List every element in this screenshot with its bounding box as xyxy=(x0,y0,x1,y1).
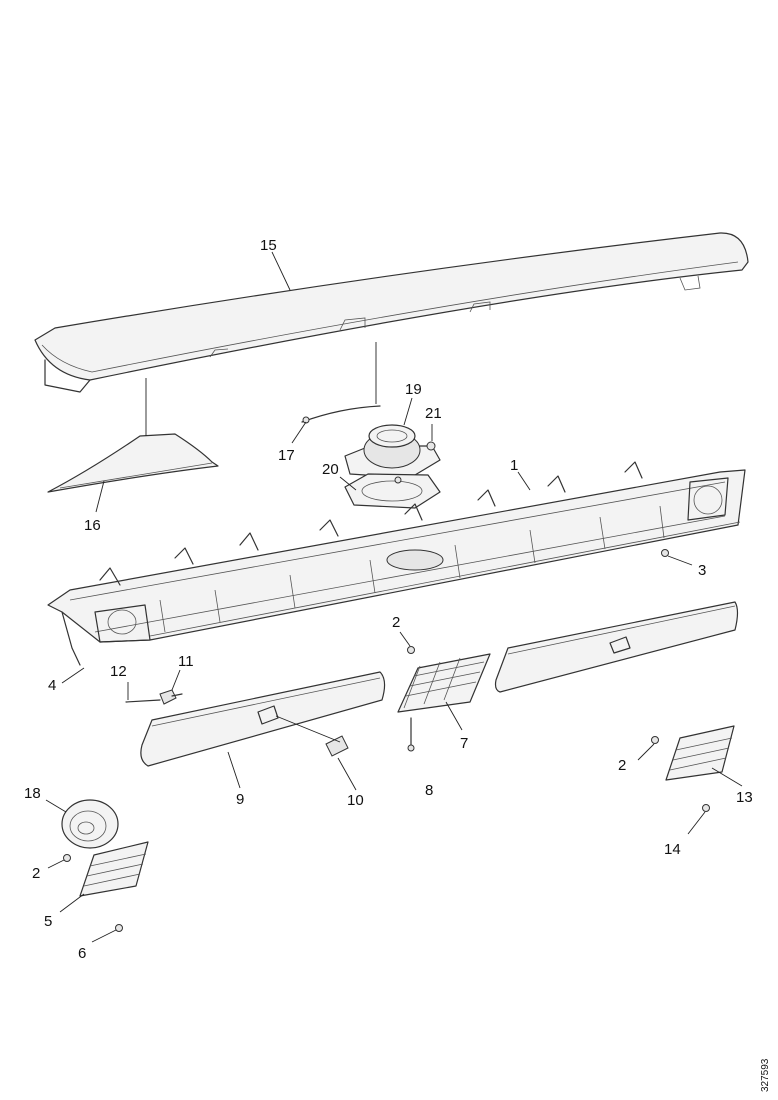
callout-9: 9 xyxy=(236,791,244,808)
callout-17: 17 xyxy=(278,447,295,464)
callout-2-right: 2 xyxy=(618,757,626,774)
leader-lines xyxy=(45,251,743,943)
callout-2-left: 2 xyxy=(32,865,40,882)
grille-screw xyxy=(407,717,415,752)
speaker-screw xyxy=(426,441,436,451)
clip-center xyxy=(407,646,415,654)
wire-and-connector xyxy=(125,689,183,705)
callout-16: 16 xyxy=(84,517,101,534)
left-grille xyxy=(79,841,149,897)
callout-1: 1 xyxy=(510,457,518,474)
parcel-shelf-frame xyxy=(47,461,746,666)
clip-left xyxy=(63,854,71,862)
callout-11: 11 xyxy=(178,653,194,670)
parcel-shelf-cover xyxy=(34,232,749,393)
callout-labels: 15 19 21 17 20 1 16 3 2 4 12 11 7 9 10 8… xyxy=(24,237,753,962)
callout-14: 14 xyxy=(664,841,681,858)
panel-insert xyxy=(275,715,349,757)
callout-5: 5 xyxy=(44,913,52,930)
center-speaker-trim xyxy=(47,378,219,493)
callout-13: 13 xyxy=(736,789,753,806)
callout-12: 12 xyxy=(110,663,127,680)
callout-15: 15 xyxy=(260,237,277,254)
wire-bracket xyxy=(301,342,381,424)
callout-21: 21 xyxy=(425,405,442,422)
reference-code: 327593 xyxy=(760,1058,771,1092)
callout-2-center: 2 xyxy=(392,614,400,631)
right-grille-screw xyxy=(702,804,710,812)
callout-18: 18 xyxy=(24,785,41,802)
right-trim-panel xyxy=(494,601,739,693)
speaker-unit xyxy=(344,424,441,479)
left-grille-screw xyxy=(115,924,123,932)
callout-3: 3 xyxy=(698,562,706,579)
speaker-gasket xyxy=(344,473,441,509)
callout-4: 4 xyxy=(48,677,56,694)
rear-speaker xyxy=(61,799,119,849)
callout-10: 10 xyxy=(347,792,364,809)
callout-19: 19 xyxy=(405,381,422,398)
left-trim-panel xyxy=(140,671,386,767)
center-grille xyxy=(397,653,491,713)
clip-right xyxy=(651,736,659,744)
right-grille xyxy=(665,725,735,781)
callout-6: 6 xyxy=(78,945,86,962)
frame-screw xyxy=(661,549,669,557)
callout-7: 7 xyxy=(460,735,468,752)
callout-8: 8 xyxy=(425,782,433,799)
callout-20: 20 xyxy=(322,461,339,478)
